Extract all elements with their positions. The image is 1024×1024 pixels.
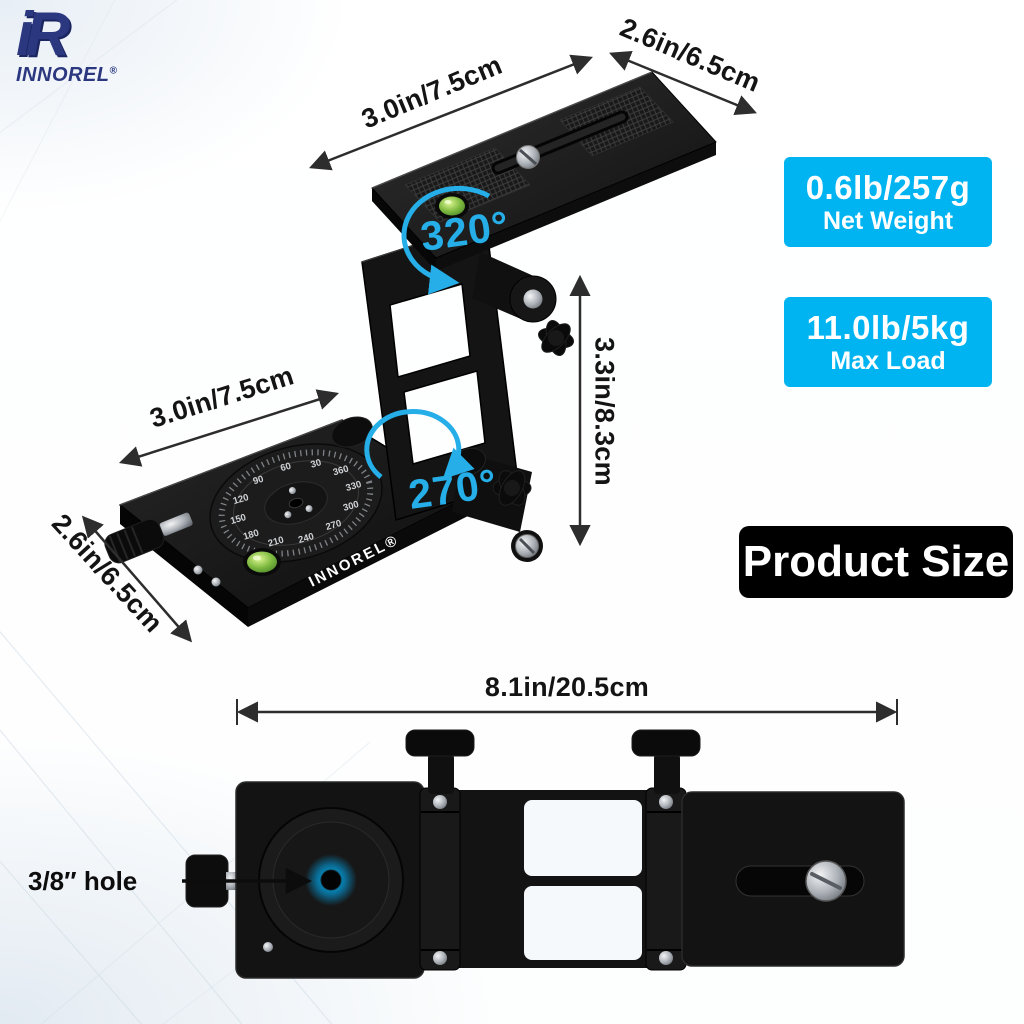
tilt-rotation-arrow xyxy=(364,409,475,480)
folded-hinge-column-right xyxy=(645,787,687,971)
arrow-top-width xyxy=(609,50,757,116)
pan-rotation-arrow xyxy=(401,185,491,295)
dimension-arrows xyxy=(81,50,898,725)
upper-hinge-knob xyxy=(472,252,575,357)
base-edge-screw xyxy=(211,577,221,587)
dial-number: 360 xyxy=(332,463,350,478)
logo-registered-mark: ® xyxy=(109,65,118,77)
folded-base-plate xyxy=(235,781,425,979)
bubble-level-base xyxy=(243,548,281,576)
max-load-label: Max Load xyxy=(830,346,946,375)
folded-camera-plate xyxy=(681,791,905,967)
product-folded-view xyxy=(185,729,905,979)
brand-logo: iR INNOREL® xyxy=(16,4,117,87)
net-weight-label: Net Weight xyxy=(822,206,954,235)
folded-hinge-column-left xyxy=(419,787,461,971)
rotation-dial: 30 60 90 120 150 180 210 240 270 300 330… xyxy=(209,443,383,563)
dial-number: 120 xyxy=(232,492,250,507)
logo-monogram: iR xyxy=(16,0,70,69)
three-eighths-hole xyxy=(320,869,342,891)
folded-knob-left xyxy=(405,729,475,794)
dial-number: 180 xyxy=(242,528,260,543)
max-load-value: 11.0lb/5kg xyxy=(806,308,970,346)
arrow-base-length xyxy=(118,389,340,467)
label-column-height: 3.3in/8.3cm xyxy=(589,337,620,486)
max-load-badge: 11.0lb/5kg Max Load xyxy=(784,297,992,387)
bubble-level-top xyxy=(435,193,469,219)
product-size-title: Product Size xyxy=(739,526,1013,598)
dial-number: 270 xyxy=(325,518,343,533)
dial-number: 210 xyxy=(267,535,285,550)
dial-number: 330 xyxy=(345,479,363,494)
logo-name: INNOREL® xyxy=(16,64,117,87)
arrow-top-length xyxy=(309,54,593,171)
dial-number: 150 xyxy=(229,512,247,527)
hole-annotation: 3/8″ hole xyxy=(28,866,138,896)
folded-knob-right xyxy=(631,729,701,794)
folded-middle-frame xyxy=(424,790,682,968)
net-weight-value: 0.6lb/257g xyxy=(805,168,971,206)
dial-number: 240 xyxy=(297,531,315,546)
arrow-base-width xyxy=(81,515,193,643)
dial-number: 300 xyxy=(342,499,360,514)
dial-number: 90 xyxy=(252,474,265,487)
net-weight-badge: 0.6lb/257g Net Weight xyxy=(784,157,992,247)
base-edge-screw xyxy=(193,565,203,575)
product-angled-view: 30 60 90 120 150 180 210 240 270 300 330… xyxy=(104,71,717,627)
label-folded-length: 8.1in/20.5cm xyxy=(484,672,650,702)
logo-name-text: INNOREL xyxy=(16,64,110,86)
